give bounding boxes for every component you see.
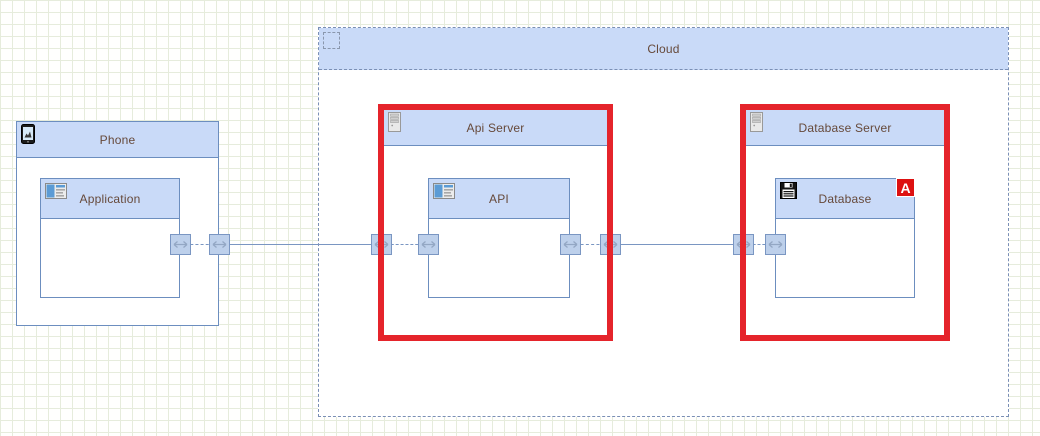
highlight-border-overlay (607, 234, 613, 255)
port-phone-right[interactable] (209, 234, 230, 255)
edge-apiserver-dbserver[interactable] (610, 244, 743, 245)
bidirectional-arrow-icon (173, 241, 188, 248)
edge-application-phone[interactable] (180, 244, 219, 245)
edge-dbserver-database[interactable] (743, 244, 775, 245)
phone-header[interactable]: Phone (17, 122, 218, 158)
app-window-icon (433, 183, 455, 204)
edge-apiserver-api[interactable] (381, 244, 428, 245)
port-application-right[interactable] (170, 234, 191, 255)
cloud-header[interactable]: Cloud (319, 28, 1008, 70)
database-server-header[interactable]: Database Server (746, 110, 944, 146)
database-header[interactable]: Database A (776, 178, 915, 219)
floppy-disk-icon (780, 182, 797, 204)
server-icon (750, 112, 763, 137)
application-label: Application (79, 191, 141, 206)
edge-phone-apiserver[interactable] (219, 244, 381, 245)
port-api-right[interactable] (560, 234, 581, 255)
port-database-left[interactable] (765, 234, 786, 255)
server-icon (388, 112, 401, 137)
node-database[interactable]: Database A (775, 178, 915, 298)
bidirectional-arrow-icon (563, 241, 578, 248)
api-header[interactable]: API (429, 179, 569, 219)
highlight-border-overlay (740, 234, 746, 255)
app-window-icon (45, 183, 67, 204)
collapse-toggle-icon[interactable] (323, 32, 340, 49)
api-server-header[interactable]: Api Server (384, 110, 607, 146)
node-application[interactable]: Application (40, 178, 180, 298)
annotation-badge[interactable]: A (896, 178, 915, 197)
bidirectional-arrow-icon (768, 241, 783, 248)
node-api[interactable]: API (428, 178, 570, 298)
api-label: API (489, 191, 509, 206)
database-server-label: Database Server (798, 120, 892, 135)
cloud-label: Cloud (647, 41, 680, 56)
application-header[interactable]: Application (41, 179, 179, 219)
bidirectional-arrow-icon (212, 241, 227, 248)
database-label: Database (818, 191, 872, 206)
api-server-label: Api Server (466, 120, 525, 135)
port-api-left[interactable] (418, 234, 439, 255)
phone-label: Phone (99, 132, 136, 147)
bidirectional-arrow-icon (421, 241, 436, 248)
highlight-border-overlay (378, 234, 384, 255)
edge-api-apiserver[interactable] (570, 244, 610, 245)
smartphone-icon (21, 124, 35, 149)
